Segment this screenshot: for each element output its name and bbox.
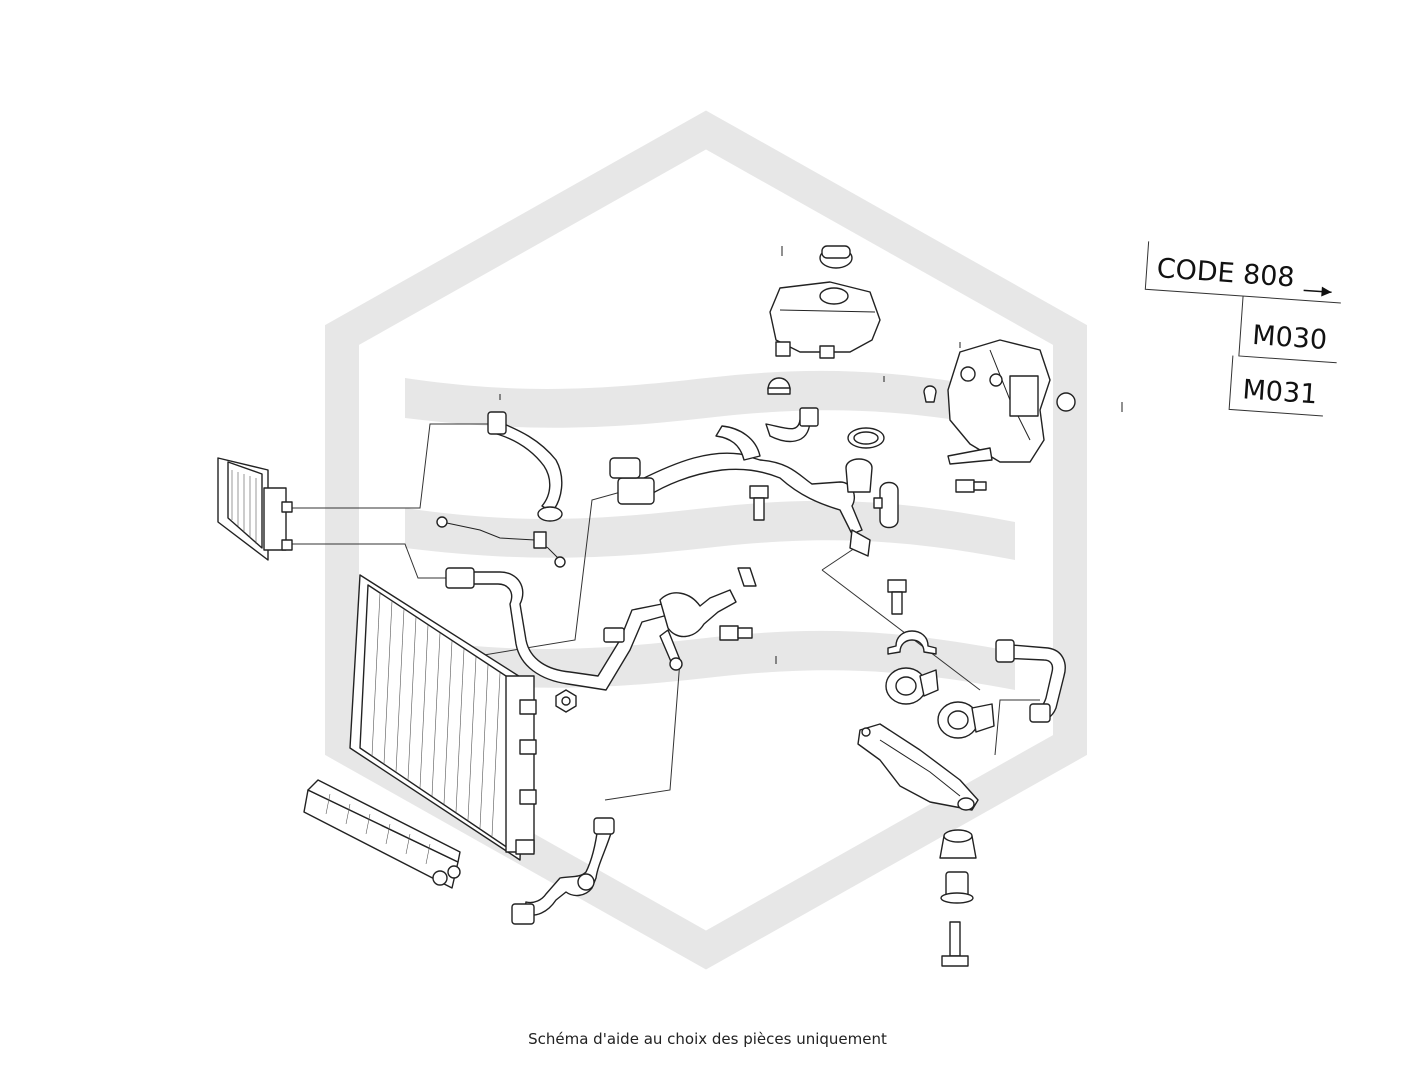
watermark-logo	[325, 110, 1087, 970]
code-item-m031: M031	[1241, 374, 1318, 410]
pipe-bracket	[737, 567, 757, 587]
expansion-tank	[769, 281, 881, 359]
disclaimer-footer: Schéma d'aide au choix des pièces unique…	[528, 1030, 887, 1048]
gasket-ring	[847, 427, 885, 449]
bleed-cap	[767, 377, 791, 395]
return-hose	[995, 639, 1066, 723]
hose-clamp	[873, 481, 899, 529]
code-label: CODE 808	[1156, 253, 1296, 294]
pump-clamp	[887, 630, 937, 655]
pump-mounting-bracket	[857, 723, 979, 811]
bolt	[955, 479, 987, 493]
radiator	[349, 574, 537, 861]
code-reference-box: CODE 808 M030 M031	[1144, 241, 1341, 417]
bottom-hose	[511, 817, 615, 925]
radiator-fins	[371, 592, 501, 837]
coolant-outlet	[659, 589, 737, 671]
arrow-right-icon	[1303, 286, 1332, 297]
coolant-pipe	[436, 516, 566, 568]
long-bolt	[941, 921, 969, 967]
expansion-tank-cap	[819, 245, 853, 269]
electric-water-pump	[885, 667, 939, 705]
intercooler	[303, 779, 461, 889]
bolt	[887, 579, 907, 615]
coolant-hose-upper	[487, 411, 563, 522]
heater-core	[217, 457, 293, 561]
bolt	[749, 485, 769, 521]
rubber-mount	[939, 829, 977, 859]
mount-sleeve	[940, 871, 974, 904]
thermostat-housing	[609, 407, 873, 557]
hex-nut	[555, 689, 577, 713]
detail-marks	[499, 246, 1123, 664]
ecu-bracket	[923, 339, 1076, 465]
bolt	[719, 625, 753, 641]
code-item-m030: M030	[1251, 320, 1328, 356]
auxiliary-water-pump	[937, 701, 995, 739]
